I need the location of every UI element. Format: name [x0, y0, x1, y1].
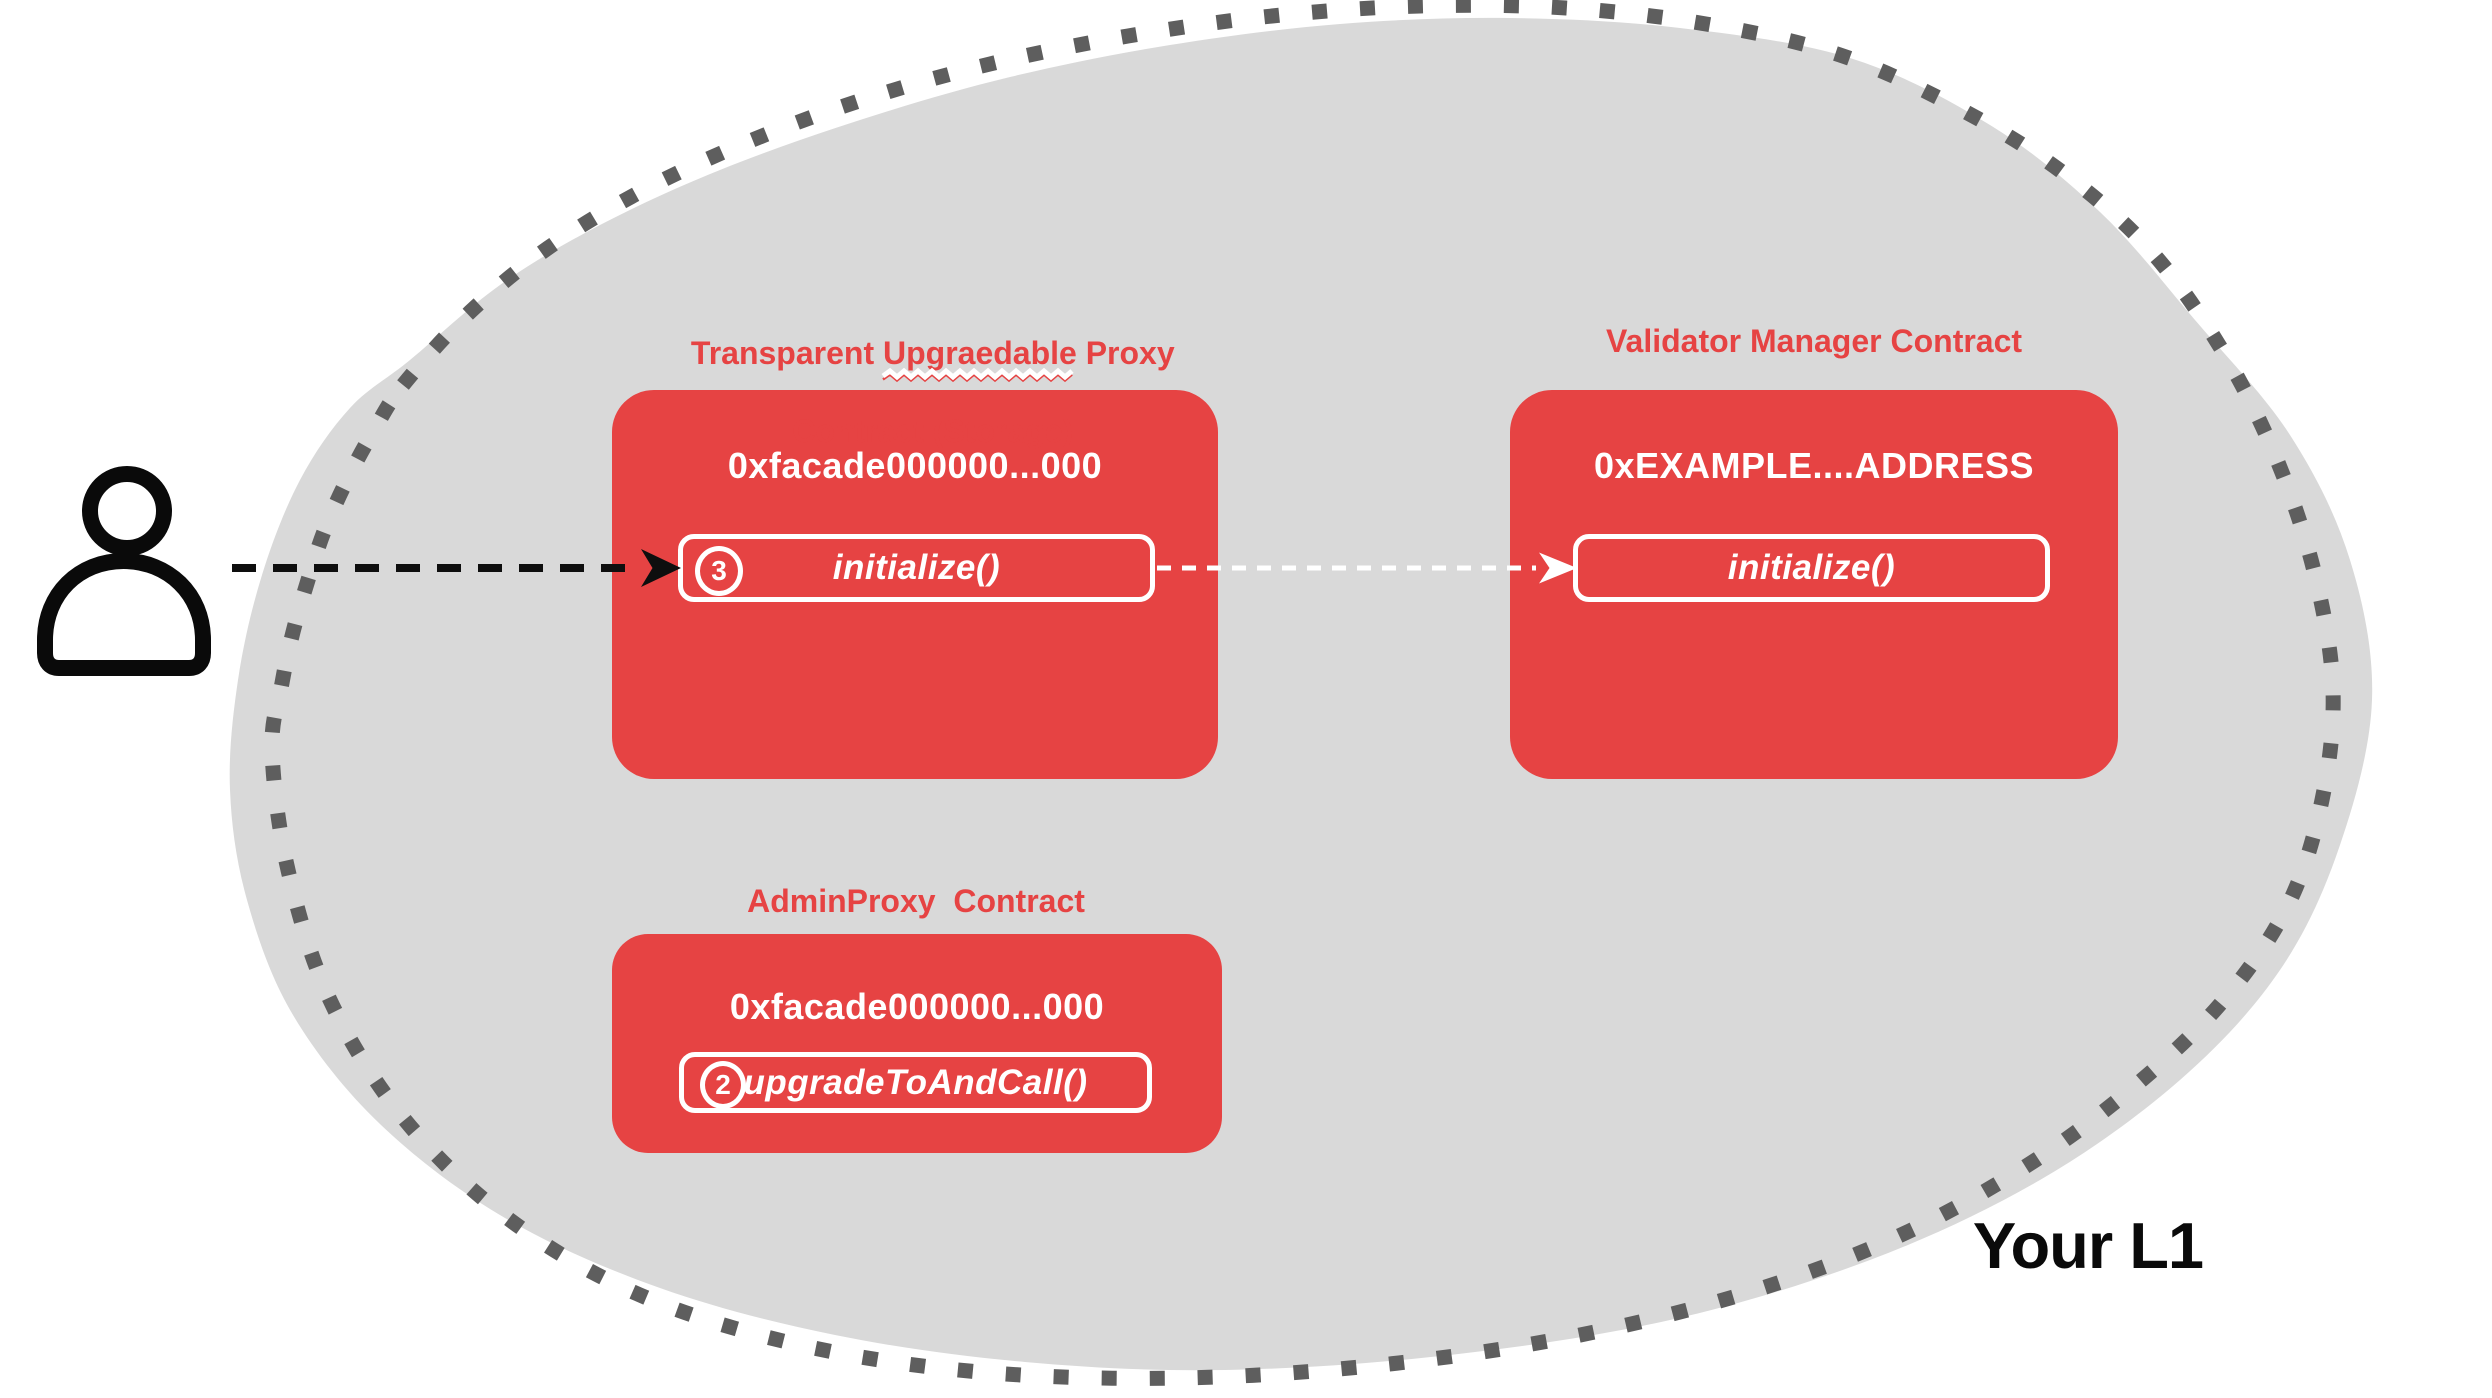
admin-proxy-title: AdminProxy Contract — [747, 883, 1085, 919]
validator-manager-address: 0xEXAMPLE....ADDRESS — [1593, 445, 2035, 486]
proxy-title-line1: Transparent Upgraedable Proxy — [690, 334, 1175, 383]
proxy-initialize-label: initialize() — [832, 548, 1001, 587]
validator-manager-box: 0xEXAMPLE....ADDRESS initialize() — [1510, 390, 2118, 779]
upgrade-to-and-call-button[interactable]: 2 upgradeToAndCall() — [679, 1052, 1152, 1113]
upgrade-to-and-call-label: upgradeToAndCall() — [743, 1062, 1088, 1102]
step-2-badge: 2 — [700, 1061, 746, 1109]
proxy-title-post: Proxy — [1076, 335, 1175, 371]
validator-manager-title: Validator Manager Contract — [1605, 323, 2023, 359]
proxy-title-pre: Transparent — [690, 335, 883, 371]
step-3-badge: 3 — [695, 546, 743, 596]
misspelled-word: Upgraedable — [881, 334, 1077, 383]
spellcheck-squiggle-icon — [881, 367, 1074, 383]
proxy-title-line2: Contract (Storage) — [792, 413, 1074, 449]
region-label: Your L1 — [1972, 1209, 2204, 1282]
admin-proxy-address: 0xfacade000000...000 — [729, 986, 1105, 1027]
validator-manager-initialize-label: initialize() — [1727, 548, 1896, 587]
admin-proxy-box: 0xfacade000000...000 2 upgradeToAndCall(… — [612, 934, 1222, 1153]
proxy-contract-title: Transparent Upgraedable Proxy Contract (… — [614, 295, 1216, 490]
proxy-initialize-button[interactable]: 3 initialize() — [678, 534, 1155, 602]
validator-manager-initialize-button[interactable]: initialize() — [1573, 534, 2050, 602]
proxy-title-misspelled-text: Upgraedable — [882, 335, 1077, 371]
user-icon — [37, 466, 211, 676]
